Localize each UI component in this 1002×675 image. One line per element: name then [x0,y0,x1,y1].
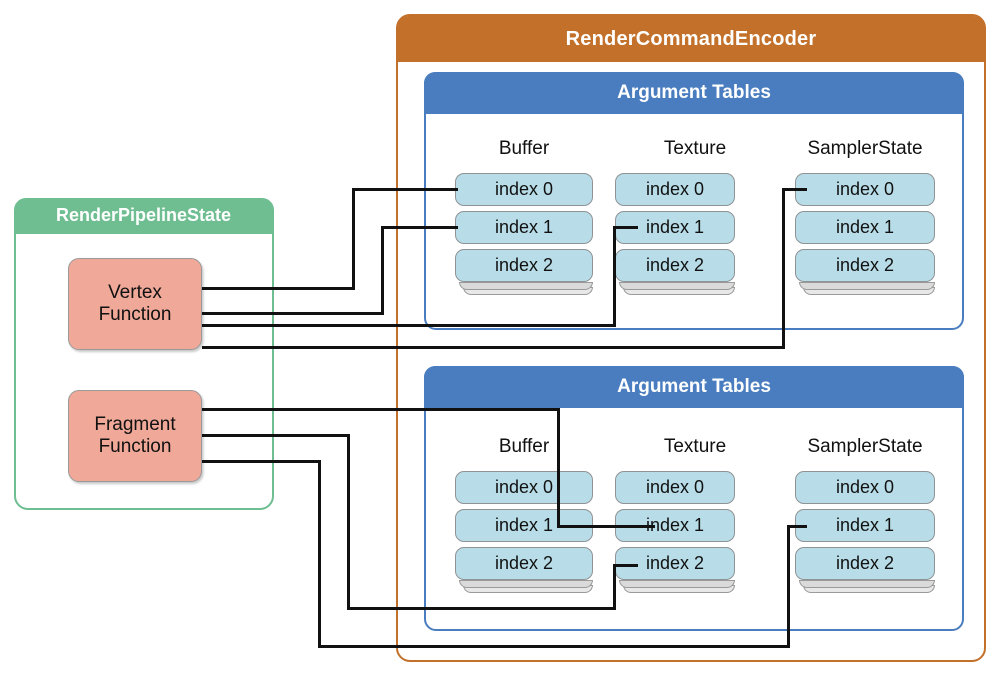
connector-fragment-texture2 [347,607,616,610]
connector-fragment-buffer1 [202,408,560,411]
column-header-texture-fragment: Texture [663,436,727,457]
column-header-samplerstate-fragment: SamplerState [807,436,923,457]
connector-fragment-sampler1 [787,525,790,648]
vertex-function-label-line2: Function [98,304,172,325]
connector-vertex-sampler0 [782,188,785,349]
slot-buffer-vertex-1[interactable]: index 1 [455,211,593,244]
connector-vertex-sampler0 [202,346,785,349]
column-header-samplerstate-vertex: SamplerState [807,138,923,159]
connector-vertex-texture1 [613,226,616,327]
connector-vertex-texture1 [613,226,638,229]
slot-samplerstate-vertex-1[interactable]: index 1 [795,211,935,244]
connector-fragment-buffer1 [557,408,560,527]
column-header-buffer-vertex: Buffer [498,138,550,159]
connector-fragment-sampler1 [202,460,321,463]
column-header-buffer-fragment: Buffer [498,436,550,457]
slot-samplerstate-fragment-2[interactable]: index 2 [795,547,935,580]
slot-stack-shadow [459,282,593,290]
render-command-encoder-title: RenderCommandEncoder [398,16,984,62]
connector-vertex-buffer1 [202,312,384,315]
slot-buffer-fragment-0[interactable]: index 0 [455,471,593,504]
slot-buffer-vertex-2[interactable]: index 2 [455,249,593,282]
vertex-function-box[interactable]: Vertex Function [68,258,202,350]
argument-tables-fragment-title: Argument Tables [424,366,964,408]
slot-stack-shadow [799,580,935,588]
slot-texture-fragment-0[interactable]: index 0 [615,471,735,504]
slot-samplerstate-fragment-1[interactable]: index 1 [795,509,935,542]
connector-fragment-texture2 [613,564,616,610]
slot-stack-shadow [619,282,735,290]
connector-fragment-buffer1 [557,525,655,528]
connector-fragment-texture2 [613,564,638,567]
connector-vertex-buffer0 [352,188,458,191]
slot-texture-fragment-2[interactable]: index 2 [615,547,735,580]
connector-vertex-buffer1 [381,226,458,229]
connector-fragment-texture2 [202,434,350,437]
slot-buffer-fragment-2[interactable]: index 2 [455,547,593,580]
connector-vertex-sampler0 [782,188,807,191]
slot-stack-shadow [459,580,593,588]
slot-buffer-vertex-0[interactable]: index 0 [455,173,593,206]
fragment-function-box[interactable]: Fragment Function [68,390,202,482]
connector-fragment-sampler1 [787,525,807,528]
connector-fragment-texture2 [347,434,350,610]
vertex-function-label-line1: Vertex [108,282,162,304]
connector-vertex-buffer1 [381,226,384,315]
render-pipeline-state-title: RenderPipelineState [13,197,274,234]
slot-stack-shadow [799,282,935,290]
slot-texture-vertex-2[interactable]: index 2 [615,249,735,282]
fragment-function-label-line2: Function [98,436,172,457]
slot-samplerstate-vertex-2[interactable]: index 2 [795,249,935,282]
connector-vertex-buffer0 [202,287,355,290]
connector-fragment-sampler1 [318,460,321,648]
argument-tables-vertex-title: Argument Tables [424,72,964,114]
slot-texture-vertex-0[interactable]: index 0 [615,173,735,206]
connector-vertex-buffer0 [352,188,355,290]
connector-vertex-texture1 [202,324,616,327]
slot-samplerstate-vertex-0[interactable]: index 0 [795,173,935,206]
slot-stack-shadow [619,580,735,588]
column-header-texture-vertex: Texture [663,138,727,159]
fragment-function-label-line1: Fragment [94,414,176,436]
slot-samplerstate-fragment-0[interactable]: index 0 [795,471,935,504]
connector-fragment-sampler1 [318,645,790,648]
